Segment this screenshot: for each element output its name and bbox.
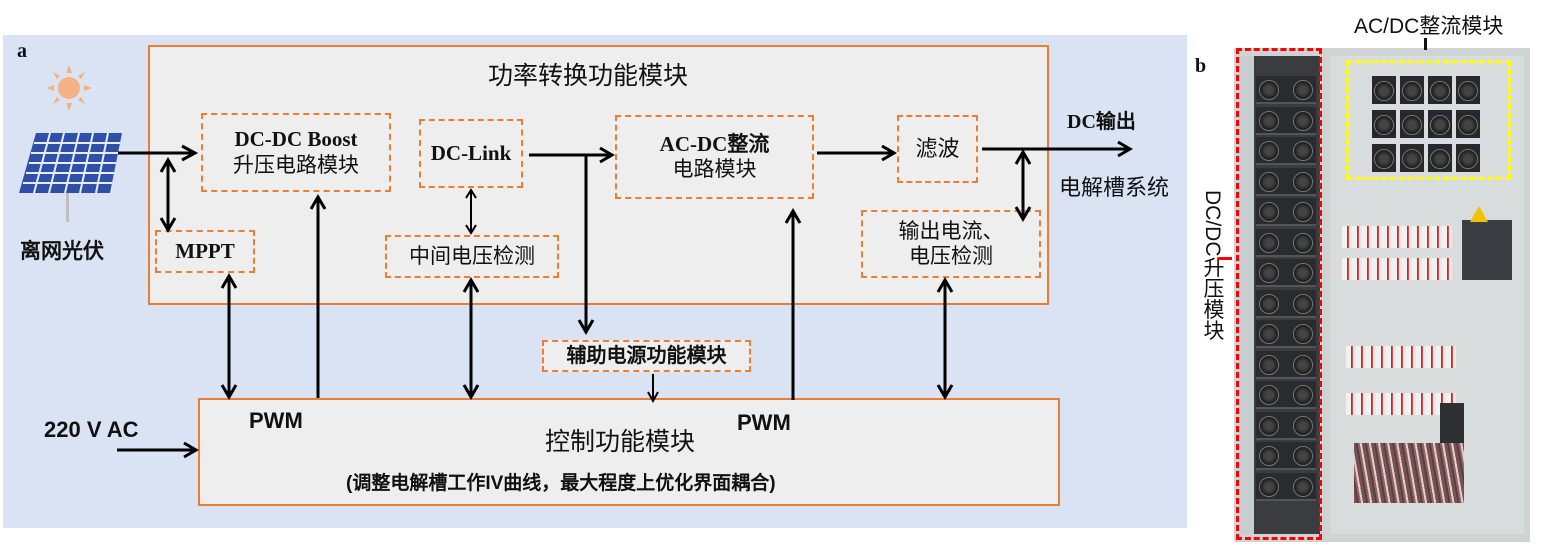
acdc-module [1456,144,1480,172]
dcdc-module [1256,228,1316,257]
ac-input-label: 220 V AC [44,417,139,442]
output-detect-label-2: 电压检测 [909,244,993,268]
mppt-label: MPPT [175,238,235,263]
acdc-module [1428,110,1452,138]
dcdc-module [1256,106,1316,135]
dcdc-module [1256,198,1316,226]
dc-link-module: DC-Link [419,119,523,188]
acdc-module [1372,110,1396,138]
dcdc-module [1256,381,1316,409]
acdc-module [1400,144,1424,172]
acdc-leader-line [1424,38,1427,50]
acdc-module [1400,76,1424,104]
control-module-title: 控制功能模块 [545,429,696,456]
dcdc-module [1256,137,1316,165]
dcdc-module [1256,442,1316,470]
dcdc-module [1256,76,1316,104]
boost-label-en: DC-DC Boost [234,127,358,152]
dcdc-highlight-box [1236,48,1322,540]
acdc-module [1456,76,1480,104]
acdc-label-1: AC-DC整流 [659,131,770,156]
acdc-module [1372,144,1396,172]
dcdc-module [1256,259,1316,287]
output-detect-module: 输出电流、 电压检测 [861,210,1041,278]
boost-label-cn: 升压电路模块 [233,152,359,177]
dc-output-label: DC输出 [1067,111,1136,133]
acdc-module: AC-DC整流 电路模块 [615,115,814,199]
aux-power-label: 辅助电源功能模块 [566,345,727,367]
panel-b-label: b [1195,55,1207,77]
acdc-photo-label: AC/DC整流模块 [1354,15,1504,38]
dcdc-module [1256,289,1316,318]
acdc-module [1456,110,1480,138]
source-label: 离网光伏 [20,240,104,263]
pwm-right-label: PWM [737,410,791,435]
dcdc-photo-label: DC/DC升压模块 [1201,190,1224,341]
boost-module: DC-DC Boost 升压电路模块 [201,113,391,192]
sun-icon [46,65,92,111]
cabinet-photo [1234,48,1530,542]
acdc-module [1428,144,1452,172]
dcdc-module [1256,350,1316,379]
mppt-module: MPPT [155,230,255,273]
electrolyzer-label: 电解槽系统 [1059,175,1170,200]
aux-power-module: 辅助电源功能模块 [542,340,751,372]
panel-a-label: a [17,40,27,62]
dcdc-module [1256,411,1316,440]
acdc-module [1400,110,1424,138]
dcdc-leader-line [1218,257,1232,260]
mid-voltage-detect: 中间电压检测 [385,235,559,278]
control-module-subtitle: (调整电解槽工作IV曲线，最大程度上优化界面耦合) [346,473,776,494]
filter-label: 滤波 [915,135,960,161]
dcdc-module [1256,472,1316,501]
dcdc-module [1256,320,1316,348]
output-detect-label-1: 输出电流、 [898,218,1004,243]
control-module [198,398,1060,506]
filter-module: 滤波 [897,115,978,183]
dcdc-module [1256,167,1316,196]
acdc-highlight-box [1346,60,1511,180]
pwm-left-label: PWM [249,408,303,433]
solar-panel-icon [19,132,122,222]
dc-link-label: DC-Link [430,140,512,165]
mid-voltage-label: 中间电压检测 [409,243,535,268]
power-module-title: 功率转换功能模块 [488,63,689,90]
acdc-module [1372,76,1396,104]
acdc-label-2: 电路模块 [672,157,757,181]
acdc-module [1428,76,1452,104]
